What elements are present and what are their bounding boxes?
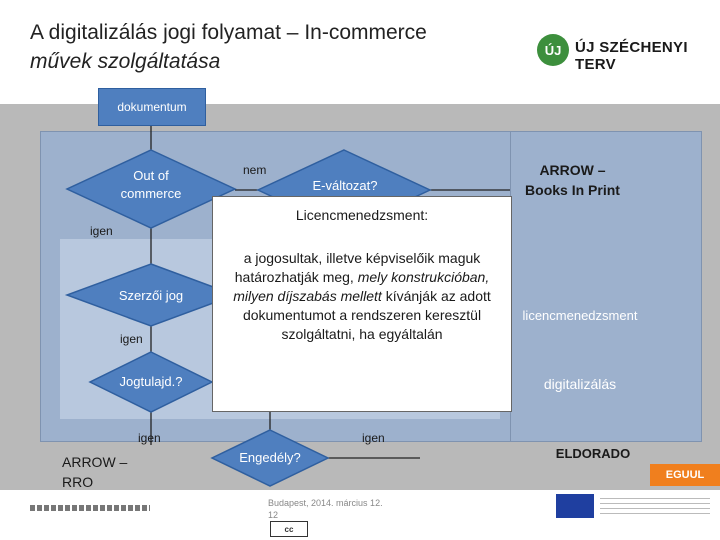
title-line-2: művek szolgáltatása — [30, 50, 221, 73]
eu-funding-text — [600, 494, 710, 518]
arrow-books-in-print-label: ARROW – Books In Print — [505, 160, 640, 200]
slide-title: A digitalizálás jogi folyamat – In-comme… — [30, 18, 500, 76]
footer-line-1: Budapest, 2014. március 12. — [268, 498, 383, 508]
decision-engedely-label: Engedély? — [239, 450, 301, 465]
decision-jogtulajd — [88, 351, 214, 413]
decision-out-of-commerce-label: Out of commerce — [101, 167, 201, 203]
footer-page-number: 12 — [268, 510, 279, 520]
logo-text: ÚJ SZÉCHENYI TERV — [575, 39, 688, 73]
right-panel — [510, 131, 702, 442]
label-nem: nem — [243, 163, 267, 177]
decision-szerzoi-jog-label: Szerzői jog — [118, 288, 184, 303]
licencmenedzsment-node: licencmenedzsment — [522, 308, 638, 323]
d1-line-2: commerce — [120, 186, 182, 201]
decision-engedely — [210, 429, 330, 487]
overlay-body: a jogosultak, illetve képviselőik maguk … — [221, 249, 503, 344]
label-igen-1: igen — [90, 224, 113, 238]
overlay-body-part-2: kívánják az adott dokumentumot a rendsze… — [242, 288, 491, 342]
orange-logo: EGUUL — [650, 464, 720, 486]
overlay-body-part-1: a jogosultak, illetve képviselőik maguk … — [234, 250, 481, 285]
decision-jogtulajd-label: Jogtulajd.? — [119, 374, 183, 389]
szechenyi-logo: ÚJ ÚJ SZÉCHENYI TERV — [535, 30, 695, 73]
arrow-rro-line-1: ARROW – — [62, 454, 128, 470]
decision-e-valtozat-label: E-változat? — [312, 178, 378, 193]
eu-flag-icon — [556, 494, 594, 518]
arrow-bip-line-1: ARROW – — [539, 162, 606, 178]
label-igen-2: igen — [120, 332, 143, 346]
overlay-body-italic: mely konstrukcióban, milyen díjszabás me… — [233, 269, 490, 304]
logo-leaf-icon: ÚJ — [537, 34, 569, 66]
decision-szerzoi-jog — [64, 263, 238, 327]
arrow-rro-label: ARROW – RRO — [62, 452, 127, 492]
arrow-bip-line-2: Books In Print — [525, 182, 620, 198]
d1-line-1: Out of — [133, 168, 169, 183]
label-igen-4: igen — [362, 431, 385, 445]
arrow-rro-line-2: RRO — [62, 474, 94, 490]
logo-mark: ÚJ — [545, 43, 562, 58]
eldorado-label: ELDORADO — [555, 446, 631, 461]
label-igen-3: igen — [138, 431, 161, 445]
licenc-overlay-box: Licencmenedzsment: a jogosultak, illetve… — [212, 196, 512, 412]
library-logo — [30, 505, 150, 511]
overlay-title: Licencmenedzsment: — [295, 207, 429, 223]
footer-date: Budapest, 2014. március 12. 12 — [268, 497, 383, 521]
digitalizalas-node: digitalizálás — [543, 376, 617, 392]
title-line-1: A digitalizálás jogi folyamat – In-comme… — [30, 21, 427, 44]
start-node-dokumentum: dokumentum — [98, 88, 206, 126]
decision-out-of-commerce — [65, 149, 237, 229]
cc-license-icon: cc — [270, 521, 308, 537]
